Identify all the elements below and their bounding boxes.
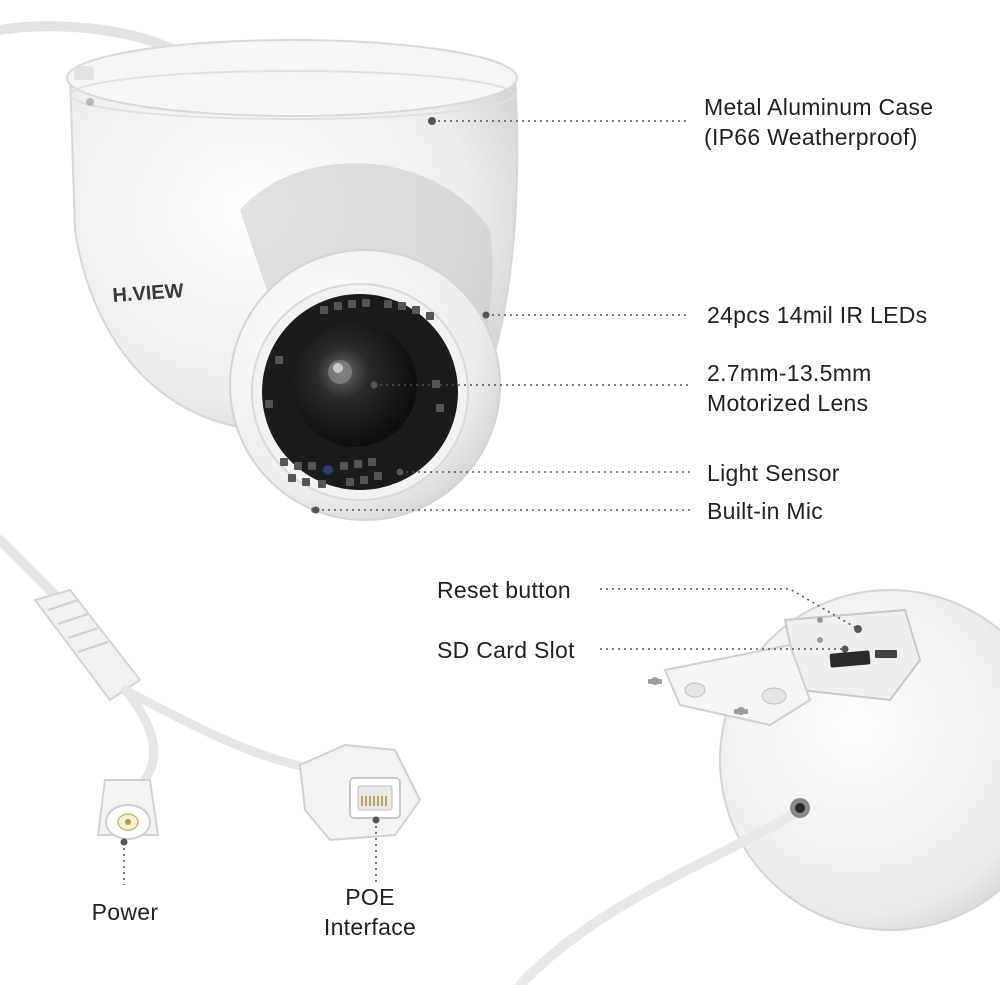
callout-mic-line1: Built-in Mic [707,498,824,524]
leader-lines-top [316,120,690,511]
callout-sd-slot: SD Card Slot [437,635,575,665]
housing-rim [66,39,518,117]
callout-reset-line1: Reset button [437,577,572,603]
sd-card [829,650,871,668]
leader-lines-connectors [123,820,377,885]
leader-lines-back [600,588,859,650]
light-sensor [323,465,333,475]
dome-camera: H.VIEW [66,39,519,521]
callout-poe-line2: Interface [323,914,417,940]
callout-case-line2: (IP66 Weatherproof) [704,124,918,150]
callout-reset: Reset button [437,575,571,605]
rj45-poe-connector [298,743,422,842]
callout-lens-line2: Motorized Lens [707,390,869,416]
callout-lens: 2.7mm-13.5mm Motorized Lens [707,358,872,418]
callout-light-sensor-line1: Light Sensor [707,460,840,486]
callout-ir-leds: 24pcs 14mil IR LEDs [707,300,927,330]
callout-power: Power [70,897,180,927]
callout-light-sensor: Light Sensor [707,458,840,488]
callout-poe-line1: POE [345,884,395,910]
callout-mic: Built-in Mic [707,496,823,526]
lens [293,323,417,447]
callout-poe: POE Interface [310,882,430,942]
callout-lens-line1: 2.7mm-13.5mm [707,360,872,386]
ir-led-array [265,299,444,488]
callout-power-line1: Power [91,899,159,925]
brand-logo: H.VIEW [112,280,185,307]
callout-sd-slot-line1: SD Card Slot [437,637,575,663]
callout-ir-leds-line1: 24pcs 14mil IR LEDs [707,302,928,328]
screws [648,677,748,715]
cable-assembly [0,535,422,842]
callout-case: Metal Aluminum Case (IP66 Weatherproof) [704,92,933,152]
camera-back [515,589,1000,985]
callout-case-line1: Metal Aluminum Case [704,94,934,120]
